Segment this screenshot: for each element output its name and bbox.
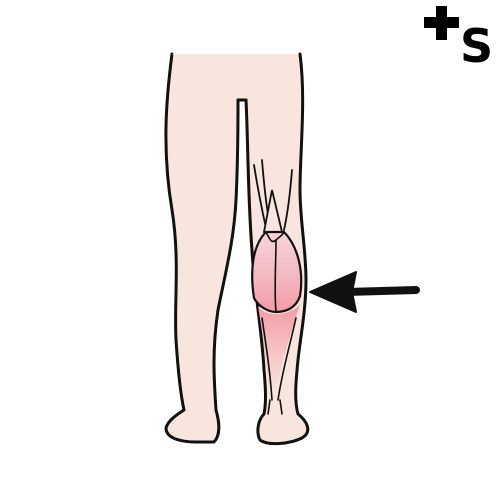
calf-muscle [251,230,303,415]
knee-tendons [253,159,293,233]
plus-icon [424,6,459,40]
logo-letter: S [460,19,494,73]
arrow-left-icon [309,271,420,313]
